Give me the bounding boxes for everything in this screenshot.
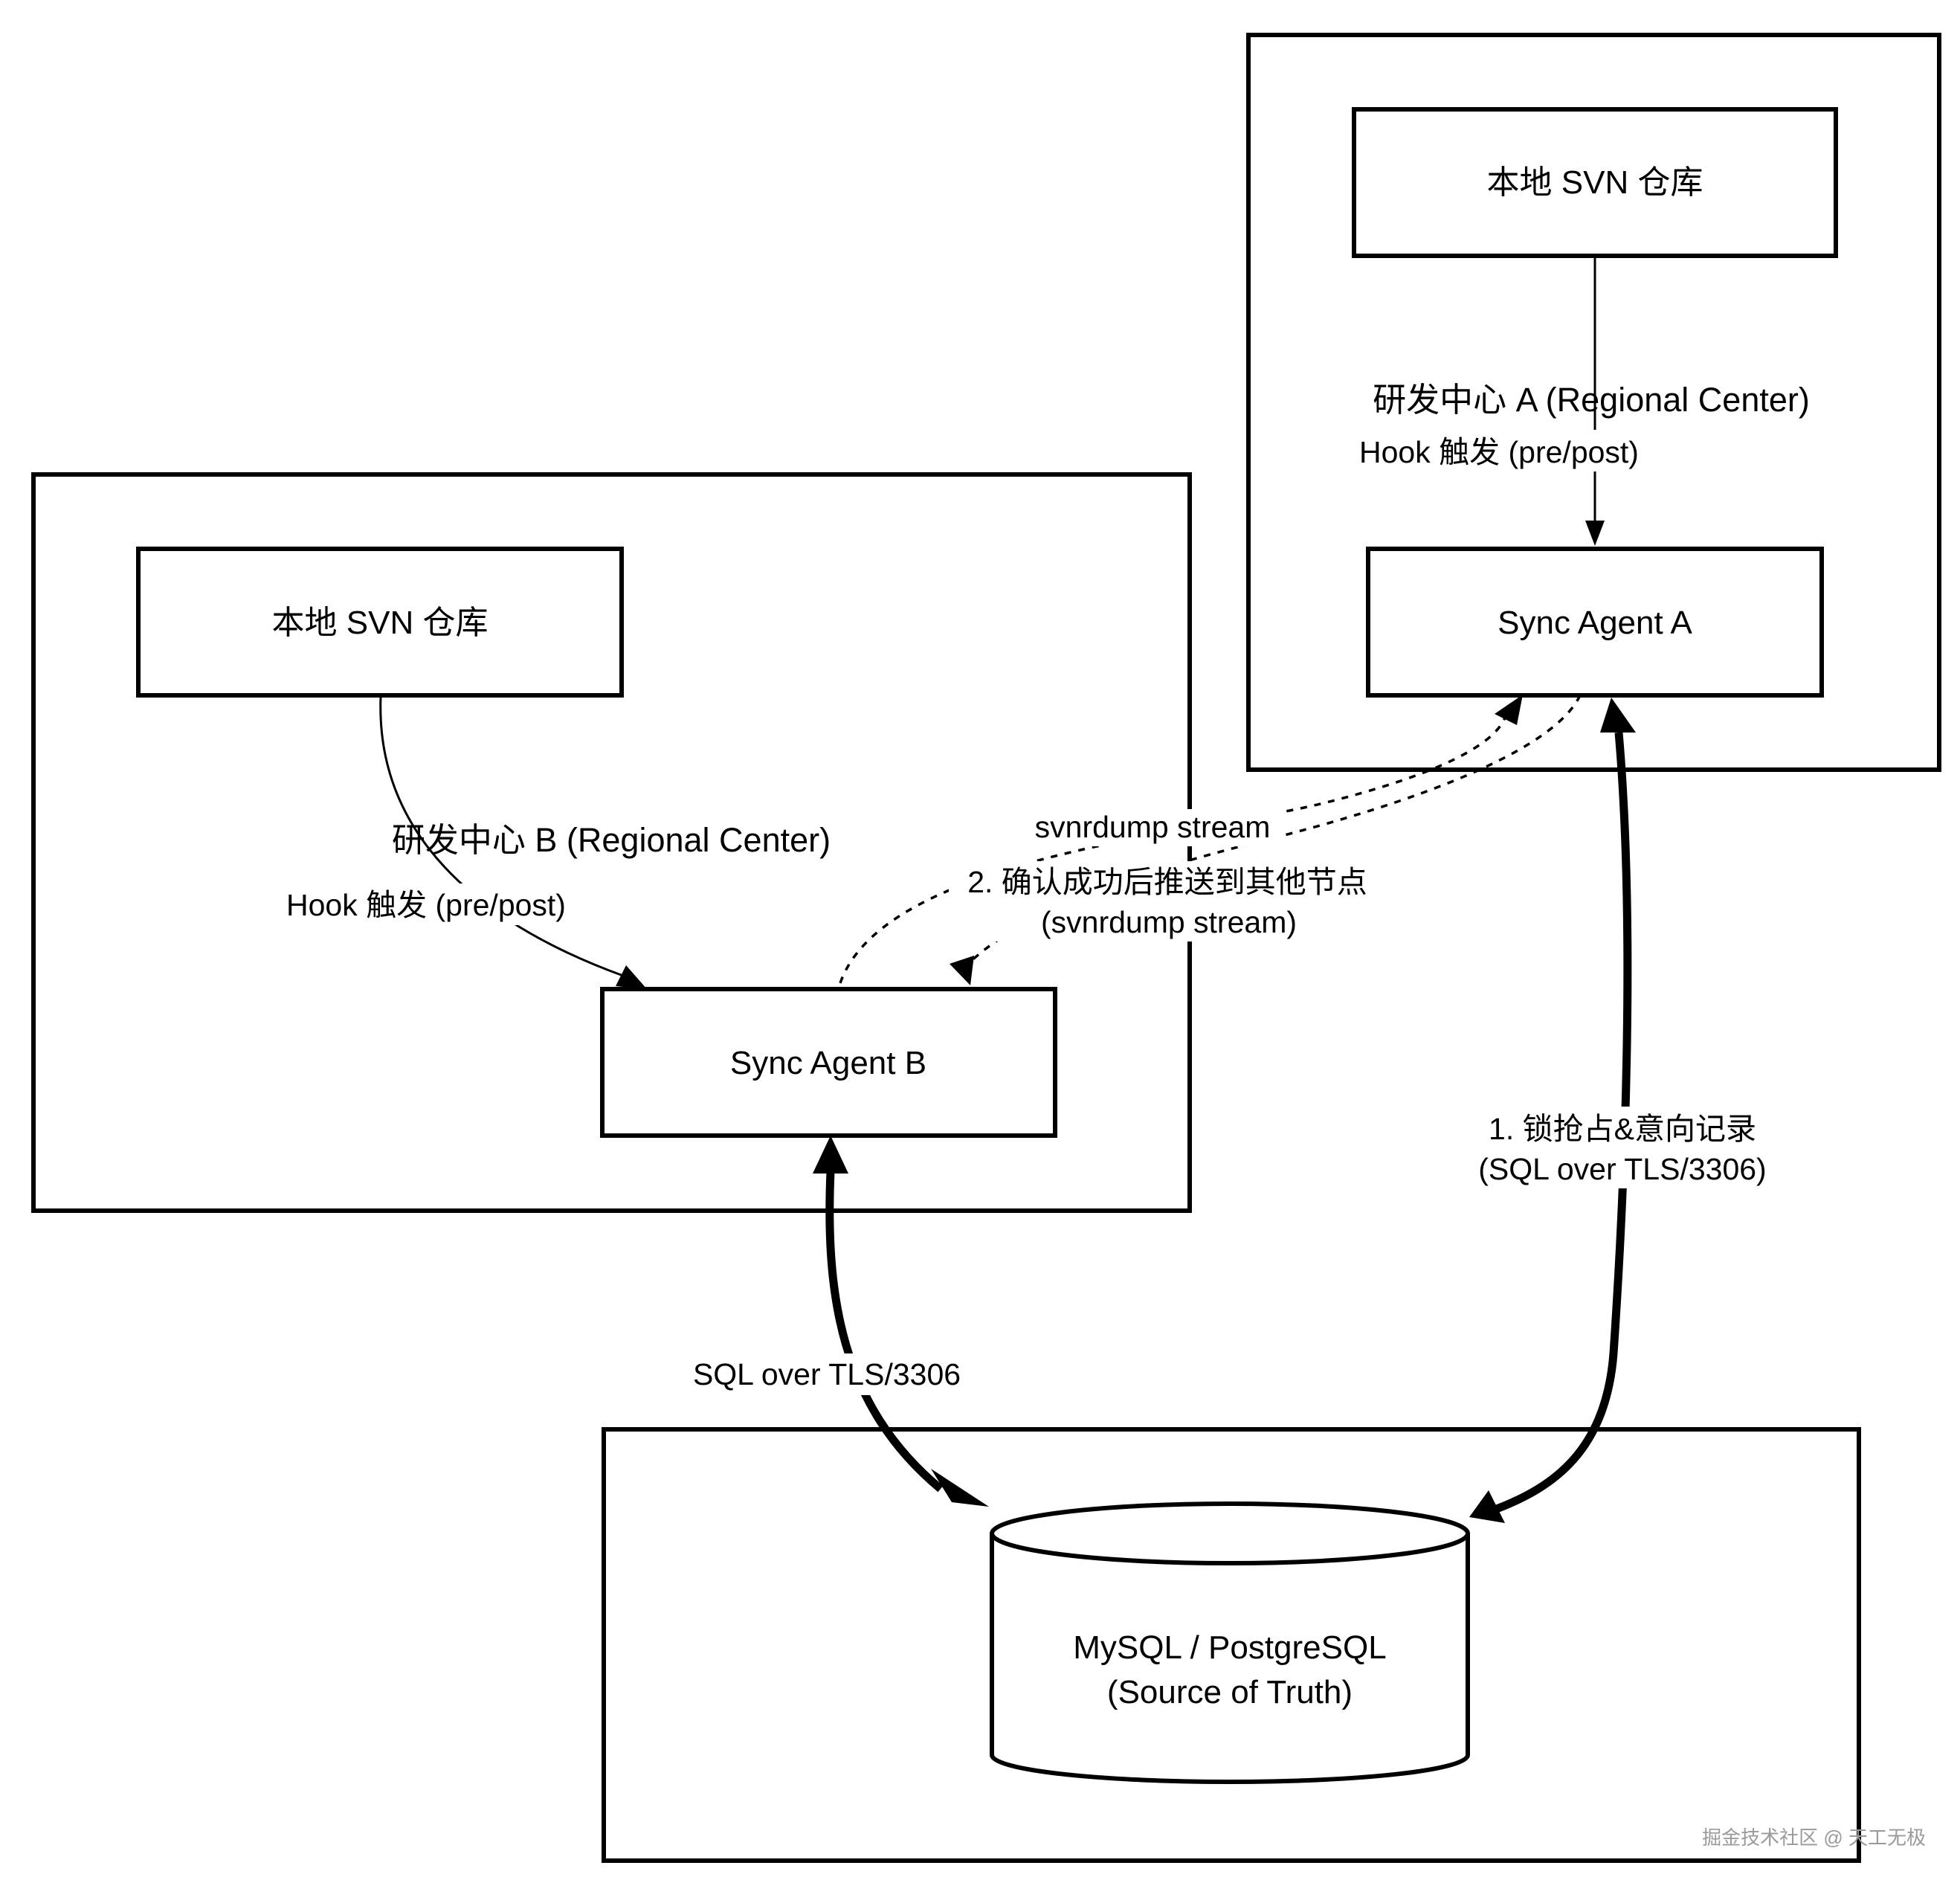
- region-b-title-text: 研发中心 B (Regional Center): [392, 821, 831, 859]
- edge-agent-b-db: [813, 1136, 989, 1507]
- node-database[interactable]: MySQL / PostgreSQL (Source of Truth): [990, 1501, 1470, 1784]
- region-a-title-text: 研发中心 A (Regional Center): [1373, 381, 1810, 419]
- node-svn-repo-a[interactable]: 本地 SVN 仓库: [1352, 107, 1838, 258]
- node-database-label-line1: MySQL / PostgreSQL: [1073, 1629, 1386, 1666]
- node-sync-agent-b[interactable]: Sync Agent B: [600, 987, 1057, 1138]
- node-svn-repo-b-label: 本地 SVN 仓库: [272, 605, 489, 641]
- edge-hook-b-label-text: Hook 触发 (pre/post): [286, 888, 566, 922]
- edge-agent-b-db-label: SQL over TLS/3306: [678, 1353, 974, 1395]
- edge-b-to-a-label-text: svnrdump stream: [1035, 810, 1271, 844]
- edge-agent-a-db: [1469, 698, 1636, 1523]
- edge-a-to-b-label-line2: (svnrdump stream): [1041, 905, 1297, 939]
- edge-hook-a: [1585, 256, 1605, 546]
- edge-hook-a-label: Hook 触发 (pre/post): [1344, 430, 1649, 471]
- edge-hook-b-label: Hook 触发 (pre/post): [272, 883, 577, 925]
- edge-hook-a-label-text: Hook 触发 (pre/post): [1359, 435, 1639, 469]
- edge-a-to-b-label: 2. 确认成功后推送到其他节点 (svnrdump stream): [949, 861, 1384, 941]
- node-svn-repo-b[interactable]: 本地 SVN 仓库: [136, 547, 624, 698]
- node-database-label-line2: (Source of Truth): [1107, 1674, 1353, 1710]
- edge-agent-a-db-label-line1: 1. 锁抢占&意向记录: [1489, 1112, 1756, 1146]
- edge-agent-b-db-label-text: SQL over TLS/3306: [693, 1357, 961, 1391]
- watermark-text: 掘金技术社区 @ 天工无极: [1702, 1826, 1926, 1849]
- edge-b-to-a-label: svnrdump stream: [1022, 809, 1283, 846]
- node-sync-agent-a-label: Sync Agent A: [1498, 605, 1692, 641]
- edge-b-to-a-stream: [839, 695, 1523, 984]
- edge-agent-a-db-label-line2: (SQL over TLS/3306): [1478, 1152, 1766, 1186]
- node-svn-repo-a-label: 本地 SVN 仓库: [1487, 164, 1703, 201]
- edge-a-to-b-label-line1: 2. 确认成功后推送到其他节点: [967, 865, 1367, 899]
- edge-agent-a-db-label: 1. 锁抢占&意向记录 (SQL over TLS/3306): [1463, 1107, 1776, 1188]
- node-sync-agent-a[interactable]: Sync Agent A: [1366, 547, 1824, 698]
- region-b-title: 研发中心 B (Regional Center): [392, 821, 831, 859]
- edge-hook-b: [379, 696, 647, 989]
- node-sync-agent-b-label: Sync Agent B: [730, 1045, 926, 1081]
- region-a-title: 研发中心 A (Regional Center): [1373, 381, 1810, 419]
